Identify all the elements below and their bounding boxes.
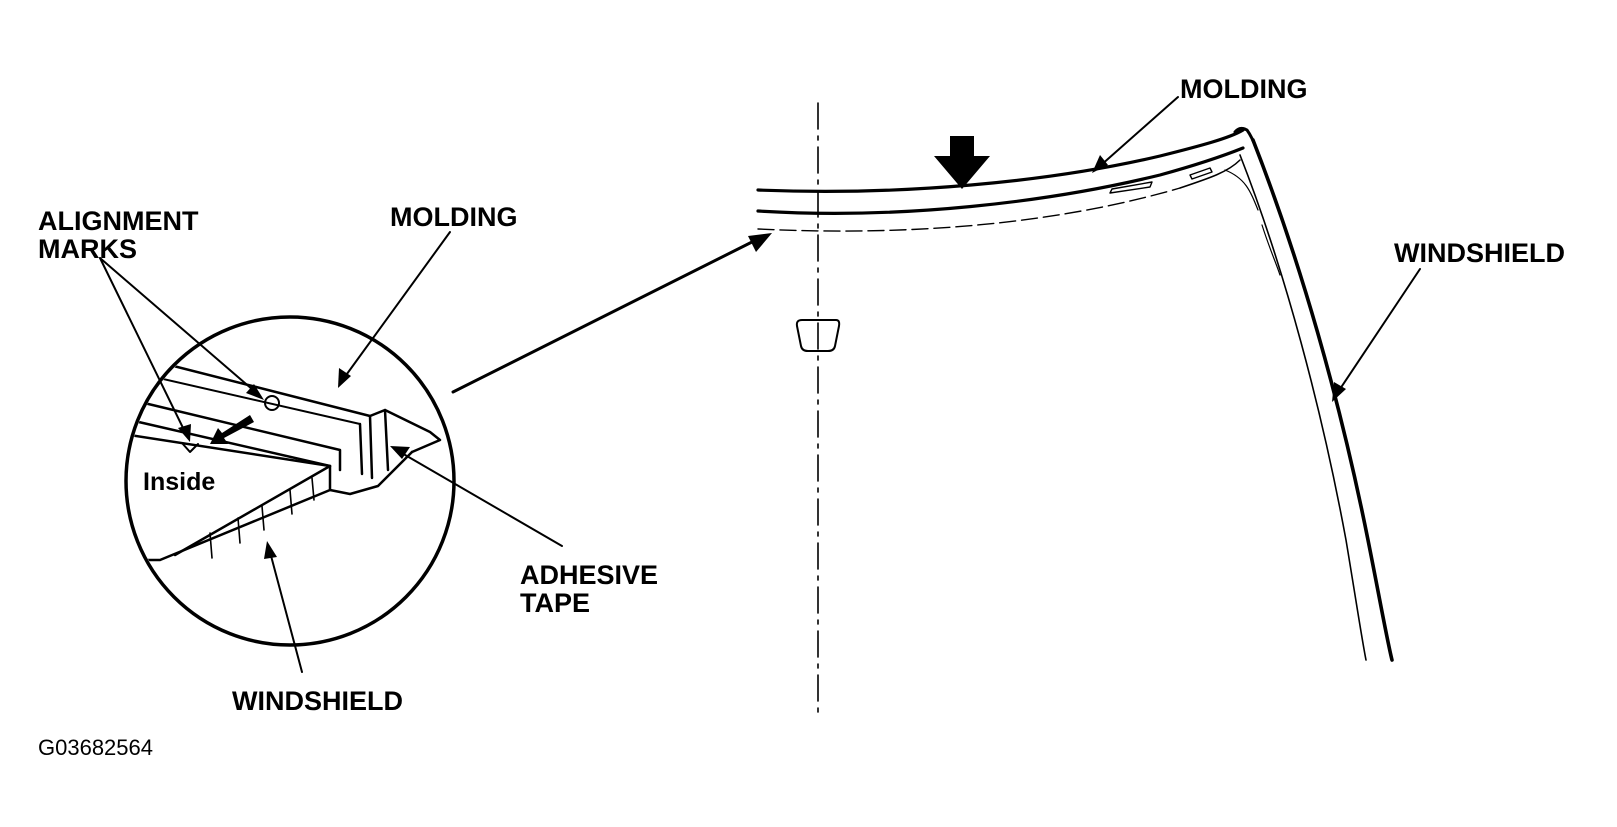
detail-view xyxy=(124,233,772,647)
molding-inner-edge xyxy=(756,146,1245,215)
leader-molding-detail xyxy=(343,231,451,379)
detail-connector-arrowhead xyxy=(748,233,772,252)
detail-circle xyxy=(124,315,456,647)
windshield-corner-inner xyxy=(1179,159,1241,189)
tape-segment-1 xyxy=(1109,181,1153,194)
detail-molding-upper-inner xyxy=(149,375,361,425)
detail-glass-edge xyxy=(173,464,332,557)
alignment-mark-circle xyxy=(264,395,280,411)
label-inside: Inside xyxy=(143,468,215,496)
down-arrow-icon xyxy=(934,136,990,189)
leader-adhesive-tape xyxy=(399,451,563,547)
label-adhesive-tape-2: TAPE xyxy=(520,588,590,618)
leader-windshield-detail xyxy=(269,551,303,673)
leader-alignment-1 xyxy=(99,257,261,397)
label-molding-main: MOLDING xyxy=(1180,74,1308,104)
tape-segment-2 xyxy=(1189,167,1213,180)
detail-molding-mid xyxy=(138,400,342,472)
windshield-main-view xyxy=(756,102,1394,713)
leader-windshield-main xyxy=(1337,268,1421,393)
label-molding-detail: MOLDING xyxy=(390,202,518,232)
alignment-mark-notch xyxy=(181,442,199,453)
mirror-mount xyxy=(795,319,841,352)
glass-top-edge xyxy=(757,187,1181,232)
detail-glass-hatch xyxy=(209,477,315,559)
leader-alignment-2 xyxy=(99,257,187,435)
label-adhesive-tape-1: ADHESIVE xyxy=(520,560,658,590)
detail-glass-slab xyxy=(128,430,332,562)
leader-lines xyxy=(99,96,1421,673)
windshield-side-inner-2 xyxy=(1224,169,1281,276)
label-alignment-marks-1: ALIGNMENT xyxy=(38,206,199,236)
detail-molding-flange xyxy=(358,408,390,480)
label-windshield-main: WINDSHIELD xyxy=(1394,238,1565,268)
detail-molding-lower xyxy=(128,418,414,496)
figure-code: G03682564 xyxy=(38,735,153,760)
label-windshield-detail: WINDSHIELD xyxy=(232,686,403,716)
leader-molding-main xyxy=(1099,96,1179,167)
windshield-side-outer xyxy=(1251,138,1394,662)
windshield-side-inner xyxy=(1239,154,1367,661)
labels: ALIGNMENT MARKS MOLDING MOLDING WINDSHIE… xyxy=(38,74,1565,760)
detail-connector-line xyxy=(451,240,754,394)
push-direction-arrow-icon xyxy=(210,415,254,444)
label-alignment-marks-2: MARKS xyxy=(38,234,137,264)
molding-outer-edge xyxy=(756,128,1245,193)
detail-molding-top xyxy=(148,358,442,454)
